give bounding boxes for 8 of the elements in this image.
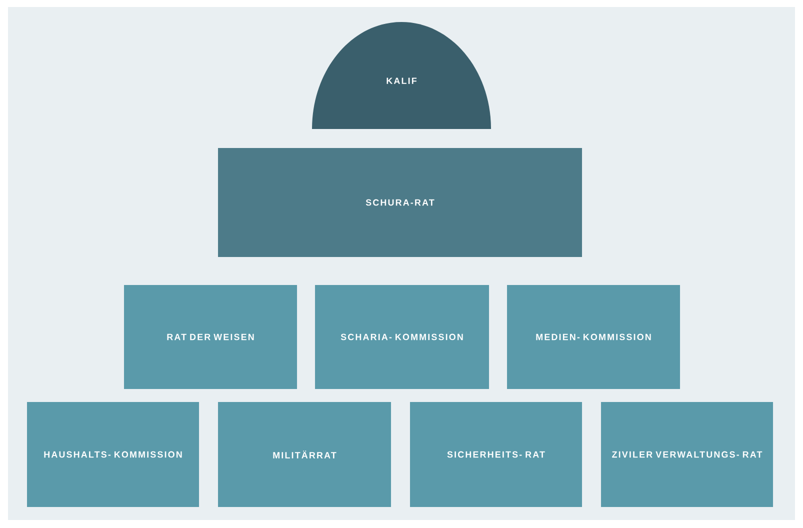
org-box: MEDIEN- KOMMISSION bbox=[507, 284, 680, 389]
org-box: SCHARIA- KOMMISSION bbox=[315, 284, 489, 389]
org-box: RAT DER WEISEN bbox=[124, 284, 297, 389]
org-box: HAUSHALTS- KOMMISSION bbox=[27, 402, 199, 507]
org-box: SICHERHEITS- RAT bbox=[410, 402, 582, 507]
org-box: ZIVILER VERWALTUNGS- RAT bbox=[601, 402, 774, 507]
org-box: MILITÄRRAT bbox=[218, 402, 391, 507]
org-box: SCHURA-RAT bbox=[218, 148, 582, 257]
